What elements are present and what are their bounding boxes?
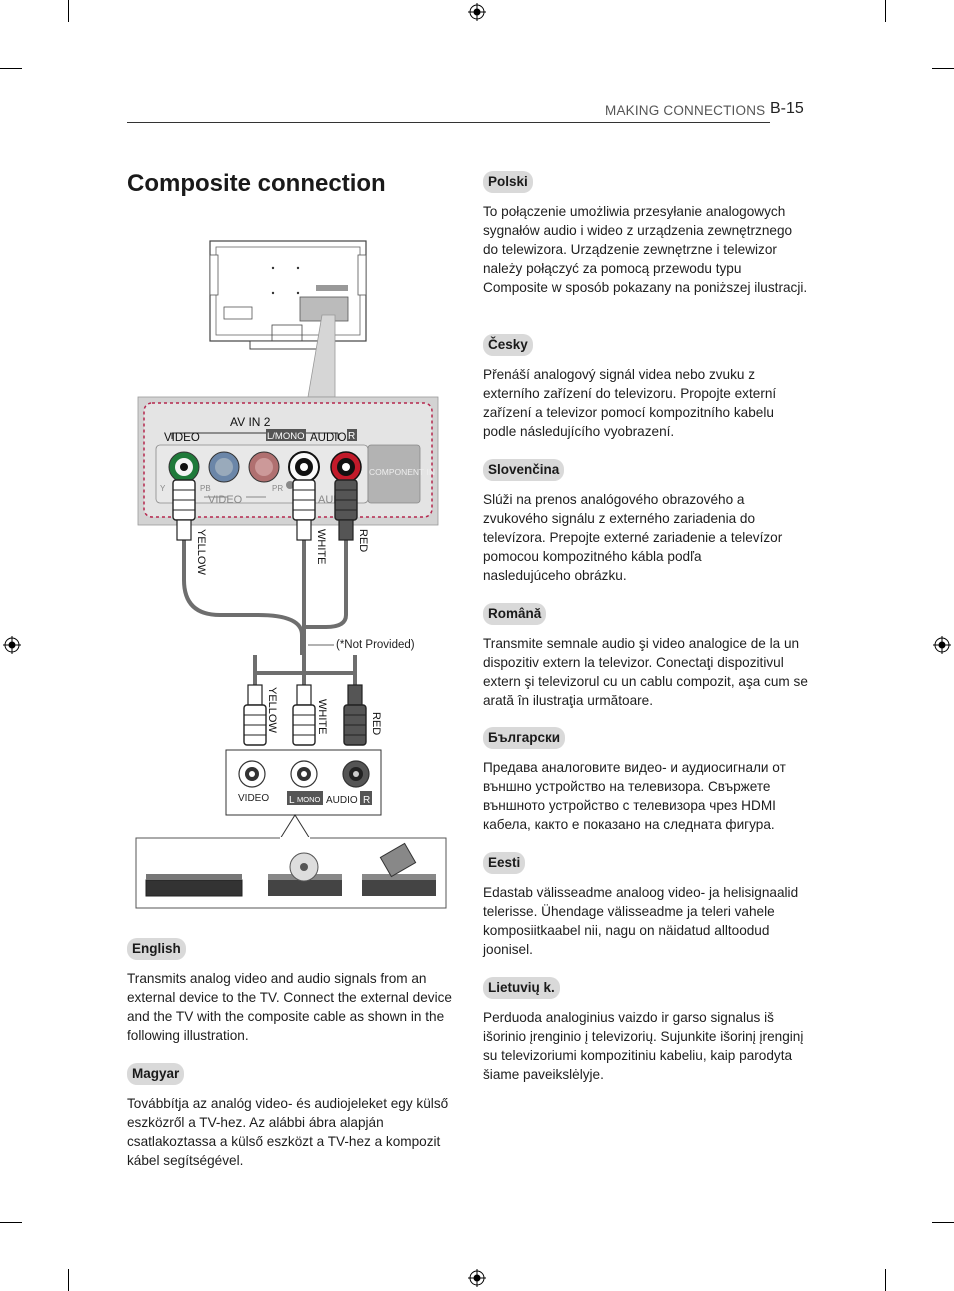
language-tab: Polski (483, 171, 533, 193)
crop-mark (932, 68, 954, 69)
registration-mark-icon (468, 1269, 486, 1287)
plug-white-bottom (292, 684, 316, 746)
composite-connection-diagram: AV IN 2 VIDEO L/MONO AUDIO R Y PB PR VID… (135, 240, 447, 909)
crop-mark (0, 68, 22, 69)
crop-mark (0, 1222, 22, 1223)
language-text: Přenáší analogový signál videa nebo zvuk… (483, 367, 777, 440)
plug-red-top (334, 479, 358, 541)
y-label: Y (160, 484, 166, 493)
crop-mark (68, 1269, 69, 1291)
external-device-jacks (225, 749, 382, 816)
crop-mark (932, 1222, 954, 1223)
cable-label-yellow-bottom: YELLOW (266, 687, 278, 733)
language-text: Transmite semnale audio şi video analogi… (483, 636, 808, 709)
language-block-romana: Română Transmite semnale audio şi video … (483, 603, 808, 710)
device-r-label: R (363, 795, 370, 806)
audio-label: AUDIO (310, 432, 346, 444)
language-tab: Slovenčina (483, 459, 565, 481)
language-block-bulgarian: Български Предава аналоговите видео- и а… (483, 727, 808, 834)
tv-back-illustration (209, 240, 367, 350)
device-video-label: VIDEO (238, 793, 269, 804)
not-provided-note: (*Not Provided) (336, 639, 415, 651)
registration-mark-icon (3, 636, 21, 654)
plug-red-bottom (343, 684, 367, 746)
language-text: To połączenie umożliwia przesyłanie anal… (483, 204, 808, 296)
language-block-cesky: Česky Přenáší analogový signál videa neb… (483, 334, 808, 441)
language-block-slovencina: Slovenčina Slúži na prenos analógového o… (483, 459, 783, 585)
crop-mark (68, 0, 69, 22)
language-tab: Eesti (483, 852, 526, 874)
language-block-eesti: Eesti Edastab välisseadme analoog video-… (483, 852, 808, 959)
language-tab: Magyar (127, 1063, 185, 1085)
cable-label-white-top: WHITE (315, 529, 327, 564)
language-tab: Română (483, 603, 547, 625)
language-text: Предава аналоговите видео- и аудиосигнал… (483, 760, 786, 833)
cable-label-red-top: RED (357, 529, 369, 552)
language-text: Edastab välisseadme analoog video- ja he… (483, 885, 799, 958)
plug-yellow-bottom (243, 684, 267, 746)
cable-label-yellow-top: YELLOW (195, 529, 207, 575)
language-tab: Česky (483, 334, 533, 356)
crop-mark (885, 1269, 886, 1291)
cable-label-red-bottom: RED (370, 712, 382, 735)
crop-mark (885, 0, 886, 22)
external-devices-illustration (135, 837, 447, 909)
language-block-polski: Polski To połączenie umożliwia przesyłan… (483, 171, 808, 297)
language-block-magyar: Magyar Továbbítja az analóg video- és au… (127, 1063, 455, 1170)
av-in-panel (137, 396, 439, 526)
registration-mark-icon (468, 3, 486, 21)
language-text: Slúži na prenos analógového obrazového a… (483, 492, 783, 584)
page-number: B-15 (770, 100, 804, 117)
cable-label-white-bottom: WHITE (316, 699, 328, 734)
plug-white-top (292, 479, 316, 541)
video-sub-label: VIDEO (208, 494, 243, 506)
device-mono-label: MONO (297, 795, 320, 804)
language-text: Transmits analog video and audio signals… (127, 971, 452, 1044)
page-title: Composite connection (127, 170, 386, 197)
section-label: MAKING CONNECTIONS (605, 103, 766, 118)
language-tab: English (127, 938, 186, 960)
plug-yellow-top (172, 479, 196, 541)
av-in-label: AV IN 2 (230, 415, 271, 429)
header-rule (127, 122, 770, 123)
video-jack-label: VIDEO (164, 432, 200, 444)
audio-r-label: R (348, 431, 355, 442)
component-label: COMPONENT IN (369, 467, 435, 477)
language-tab: Lietuvių k. (483, 977, 560, 999)
pr-label: PR (272, 484, 283, 493)
language-block-english: English Transmits analog video and audio… (127, 938, 455, 1045)
language-text: Perduoda analoginius vaizdo ir garso sig… (483, 1010, 804, 1083)
language-text: Továbbítja az analóg video- és audiojele… (127, 1096, 449, 1169)
registration-mark-icon (933, 636, 951, 654)
pb-label: PB (200, 484, 211, 493)
device-audio-label: AUDIO (326, 795, 358, 806)
device-l-label: L (289, 795, 295, 806)
language-block-lietuviu: Lietuvių k. Perduoda analoginius vaizdo … (483, 977, 808, 1084)
language-tab: Български (483, 727, 566, 749)
mono-label: L/MONO (267, 431, 304, 442)
